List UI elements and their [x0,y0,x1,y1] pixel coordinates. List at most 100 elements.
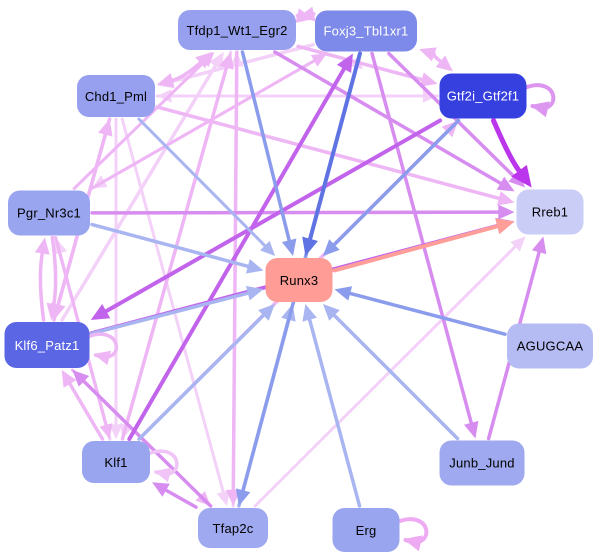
arrowhead-edge-chd1-klf6 [51,302,66,320]
arrowhead-edge-tfdp1-gtf2i [419,72,438,87]
node-label: Runx3 [279,272,319,288]
node-label: Klf6_Patz1 [14,337,80,353]
arrowhead-edge-foxj3-junb [464,420,479,439]
node-pgr[interactable]: Pgr_Nr3c1 [8,190,90,236]
edge-foxj3-gtf2i [431,52,443,64]
arrowhead-edge-tfap2c-klf6 [72,370,90,387]
node-erg[interactable]: Erg [332,508,400,552]
node-agugcaa[interactable]: AGUGCAA [507,323,593,369]
edge-tfap2c-rreb1 [253,245,517,508]
arrowhead-edge-chd1-klf1 [109,424,123,439]
arrowhead-edge-tfdp1-chd1 [157,73,175,88]
arrowhead-edge-chd1-tfap2c [216,490,230,506]
edge-agugcaa-runx3 [348,291,507,336]
arrowhead-self-loop-gtf2i [530,101,550,118]
edge-tfap2c-klf1 [164,488,198,509]
edge-tfap2c-klf6 [82,379,213,508]
edge-pgr-foxj3 [90,59,316,190]
arrowhead-edge-pgr-tfdp1 [199,52,215,67]
edge-tfdp1-foxj3 [295,12,316,18]
edge-pgr-klf6 [50,235,58,306]
arrowhead-edge-klf6-pgr [34,237,50,255]
node-label: Pgr_Nr3c1 [17,205,81,221]
edge-tfdp1-runx3 [240,50,291,243]
node-label: Chd1_Pml [84,88,148,104]
edge-foxj3-chd1 [170,43,315,84]
arrowhead-edge-junb-rreb1 [531,236,547,255]
edge-junb-runx3 [332,313,460,441]
edge-klf6-tfdp1 [60,64,218,322]
edge-tfdp1-gtf2i [296,44,424,82]
edge-foxj3-junb [370,51,473,425]
edge-foxj3-runx3 [308,51,362,241]
arrowhead-self-loop-klf1 [154,467,172,483]
node-tfdp1[interactable]: Tfdp1_Wt1_Egr2 [178,10,296,50]
edge-chd1-runx3 [137,117,267,248]
node-foxj3[interactable]: Foxj3_Tbl1xr1 [315,10,417,52]
edge-tfdp1-tfap2c [231,50,239,492]
arrowhead-edge-foxj3-gtf2i [435,55,453,72]
arrowhead-edge-pgr-rreb1 [498,204,515,220]
edge-klf1-runx3 [137,313,266,441]
arrowhead-edge-chd1-rreb1 [496,191,515,206]
edge-erg-runx3 [307,317,362,508]
node-label: Foxj3_Tbl1xr1 [323,23,409,39]
arrowhead-edge-junb-runx3 [323,304,340,321]
edge-klf1-klf6 [68,382,105,441]
edge-klf6-pgr [38,251,46,322]
node-label: Erg [355,522,377,538]
arrowhead-edge-agugcaa-runx3 [334,286,353,301]
arrowhead-edge-gtf2i-klf6 [90,304,111,320]
edge-pgr-runx3 [90,222,250,269]
arrowhead-edge-klf1-klf6 [61,370,77,388]
edge-klf1-foxj3 [127,66,347,441]
node-klf6[interactable]: Klf6_Patz1 [4,322,90,368]
node-label: Klf1 [104,454,128,470]
node-runx3[interactable]: Runx3 [265,258,333,302]
arrowhead-edge-runx3-rreb1 [495,218,515,235]
edge-tfdp1-chd1 [170,61,202,83]
edge-klf1-tfdp1 [120,65,229,441]
node-label: Tfap2c [212,520,254,536]
arrowhead-edge-gtf2i-runx3 [323,239,340,256]
node-label: AGUGCAA [516,338,584,354]
arrowhead-edge-foxj3-tfap2c [235,488,251,506]
arrowhead-edge-gtf2i-rreb1 [511,164,532,188]
edge-pgr-rreb1 [90,210,501,215]
edge-gtf2i-runx3 [332,118,461,247]
arrowhead-rev-edge-foxj3-gtf2i [419,47,437,62]
arrowhead-edge-pgr-runx3 [245,259,264,274]
edge-gtf2i-rreb1 [491,118,522,174]
node-klf1[interactable]: Klf1 [82,441,150,483]
node-gtf2i[interactable]: Gtf2i_Gtf2f1 [439,73,527,119]
arrowhead-edge-chd1-runx3 [260,240,276,256]
node-chd1[interactable]: Chd1_Pml [77,75,155,117]
arrowhead-edge-erg-runx3 [302,304,317,322]
edge-gtf2i-klf6 [104,118,443,314]
node-tfap2c[interactable]: Tfap2c [198,508,268,548]
node-rreb1[interactable]: Rreb1 [516,189,584,235]
edge-chd1-rreb1 [155,105,501,201]
arrowhead-edge-tfap2c-klf1 [152,482,170,497]
arrowhead-edge-klf6-runx3 [245,285,264,301]
arrowhead-edge-foxj3-runx3 [302,236,319,256]
edge-runx3-rreb1 [332,224,500,273]
arrowhead-edge-tfdp1-rreb1 [496,176,515,192]
edge-klf6-runx3 [89,291,250,336]
node-label: Junb_Jund [449,455,515,471]
arrowhead-edge-klf1-runx3 [258,304,275,321]
arrowhead-self-loop-erg [403,535,423,552]
node-label: Rreb1 [531,204,569,220]
arrowhead-edge-pgr-klf1 [99,423,113,439]
arrowhead-edge-klf1-foxj3 [336,53,353,74]
arrowhead-edge-tfap2c-rreb1 [510,236,526,252]
node-label: Tfdp1_Wt1_Egr2 [186,22,288,38]
arrowhead-self-loop-klf6 [93,350,112,366]
node-junb[interactable]: Junb_Jund [439,440,525,486]
edge-chd1-tfap2c [120,117,225,494]
arrowhead-edge-pgr-foxj3 [310,53,327,67]
arrowhead-edge-klf1-tfdp1 [219,52,234,70]
node-label: Gtf2i_Gtf2f1 [446,88,520,104]
